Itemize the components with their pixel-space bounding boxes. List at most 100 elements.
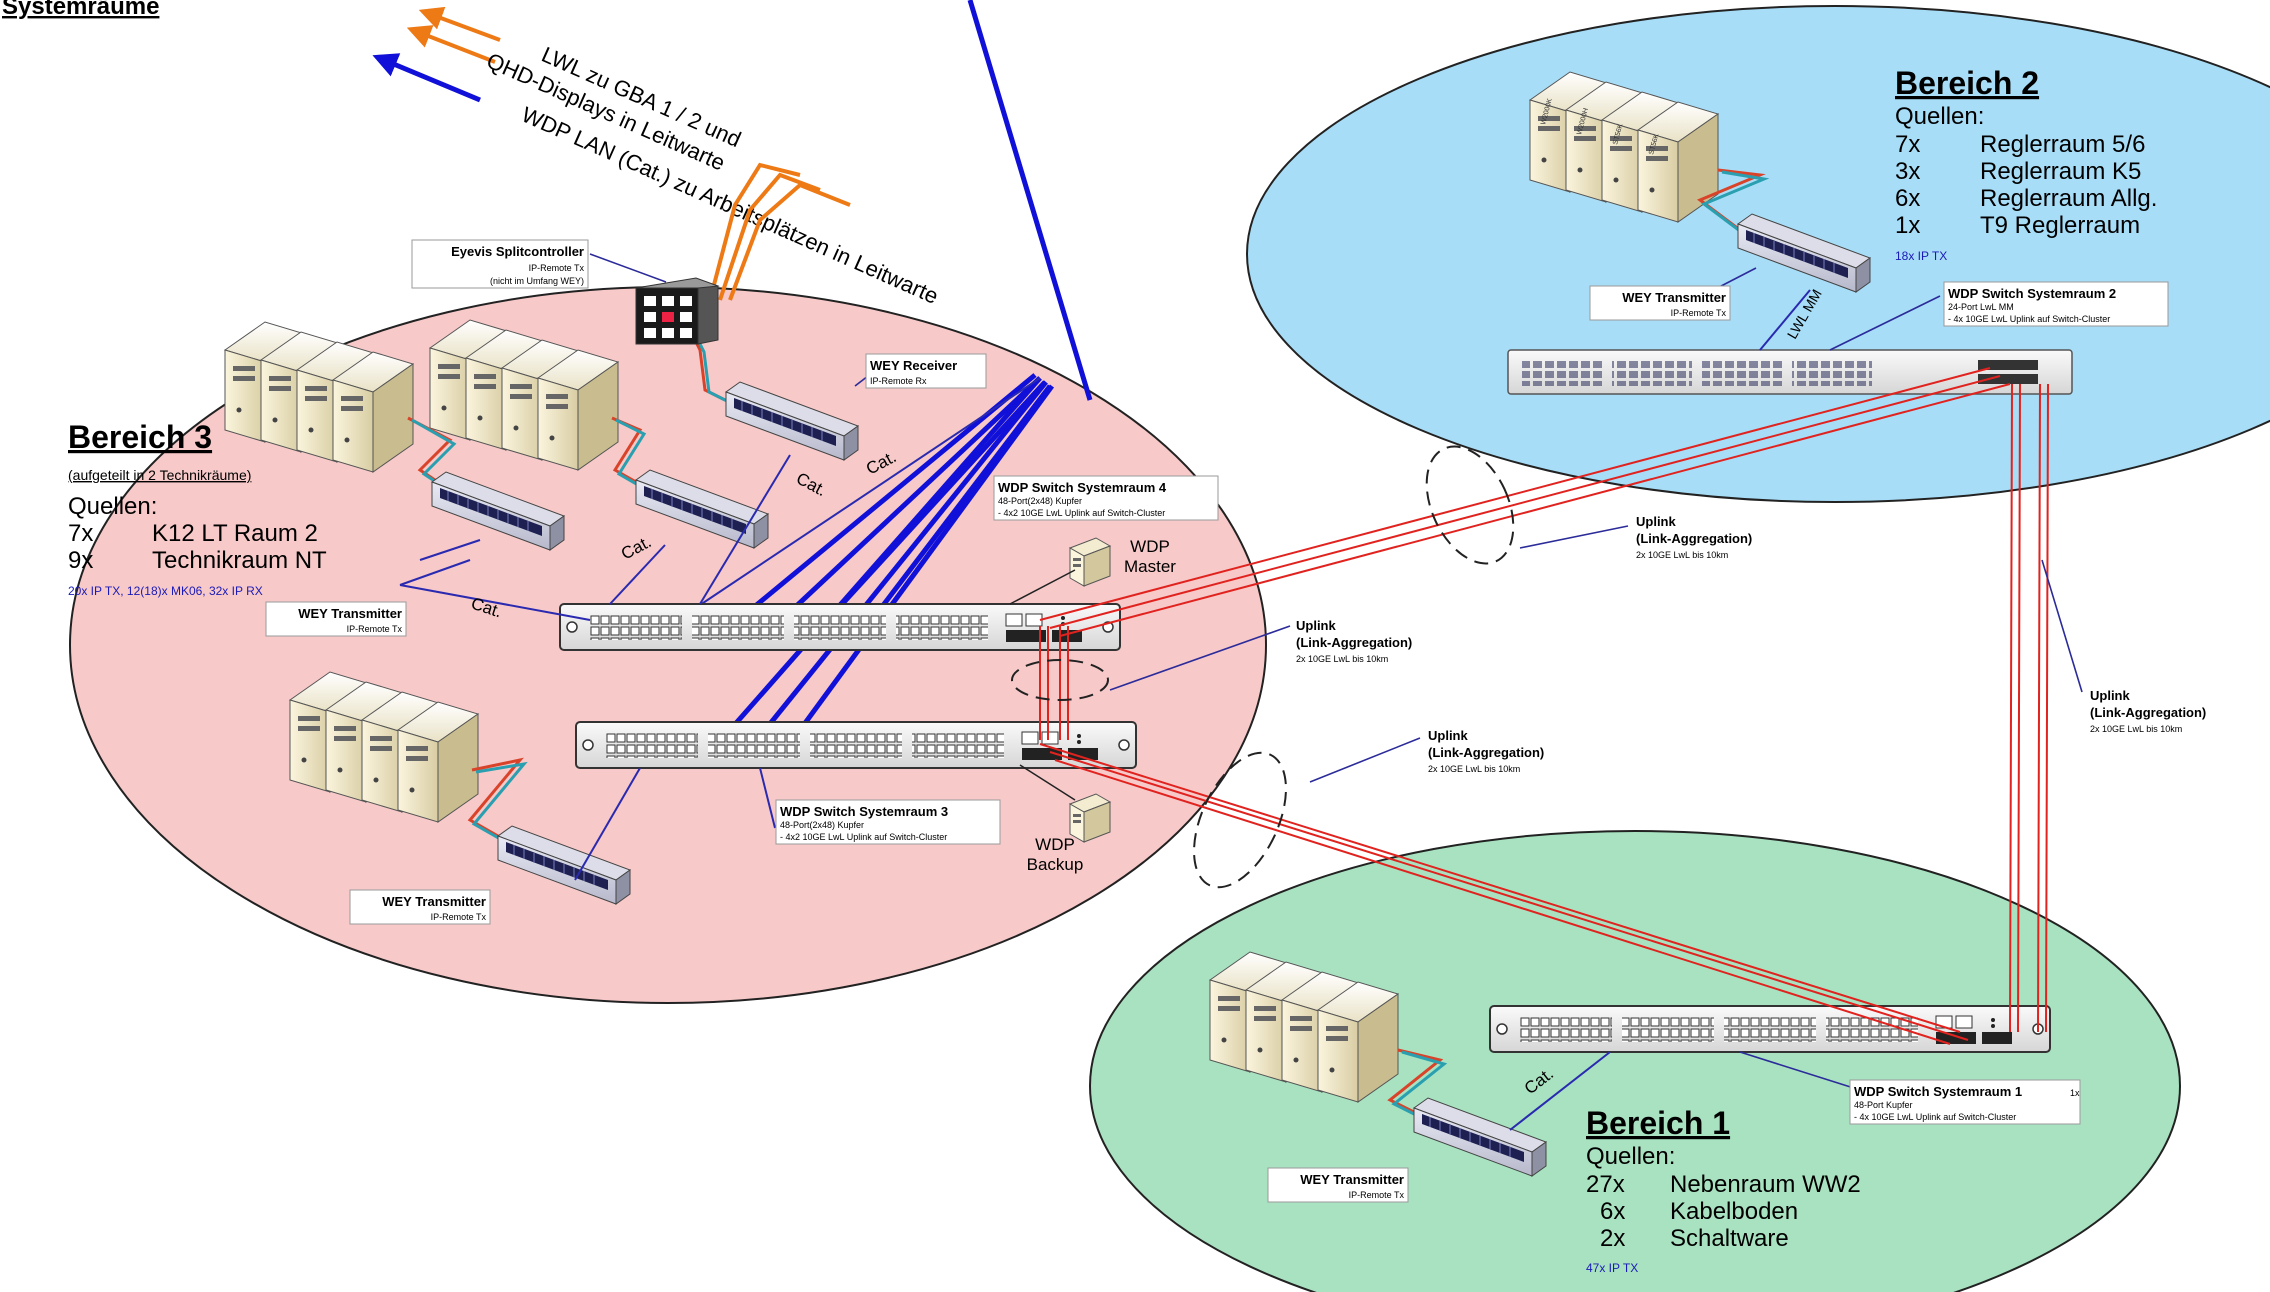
- bereich1-source-name-1: Nebenraum WW2: [1670, 1171, 1861, 1198]
- label-switch-3: WDP Switch Systemraum 3 48-Port(2x48) Ku…: [775, 799, 1001, 845]
- label-switch-4: WDP Switch Systemraum 4 48-Port(2x48) Ku…: [993, 475, 1219, 521]
- label-eyevis-line2: (nicht im Umfang WEY): [490, 276, 584, 286]
- label-switch-1-line2: - 4x 10GE LwL Uplink auf Switch-Cluster: [1854, 1112, 2016, 1122]
- label-wey-tx-b3-bottom-line1: IP-Remote Tx: [431, 912, 487, 922]
- label-uplink-b-line1: (Link-Aggregation): [1296, 635, 1412, 650]
- bereich2-source-name-3: Reglerraum Allg.: [1980, 185, 2157, 212]
- bereich2-source-count-3: 6x: [1895, 185, 1920, 212]
- bereich1-source-count-1: 27x: [1586, 1171, 1625, 1198]
- label-switch-3-line1: 48-Port(2x48) Kupfer: [780, 820, 864, 830]
- label-switch-4-line2: - 4x2 10GE LwL Uplink auf Switch-Cluster: [998, 508, 1165, 518]
- bereich2-source-name-1: Reglerraum 5/6: [1980, 131, 2145, 158]
- bereich3-source-count-2: 9x: [68, 547, 93, 574]
- label-uplink-d-line1: (Link-Aggregation): [2090, 705, 2206, 720]
- bereich1-source-count-2: 6x: [1600, 1198, 1625, 1225]
- bereich2-source-count-4: 1x: [1895, 212, 1920, 239]
- label-uplink-c-title: Uplink: [1428, 728, 1468, 743]
- label-wey-tx-b1: WEY Transmitter IP-Remote Tx: [1267, 1167, 1409, 1203]
- blue-cat-bundle: [699, 0, 1093, 732]
- label-wey-receiver-title: WEY Receiver: [870, 358, 957, 373]
- label-uplink-a: Uplink (Link-Aggregation) 2x 10GE LwL bi…: [1636, 514, 1752, 560]
- bereich3-source-name-2: Technikraum NT: [152, 547, 327, 574]
- label-switch-2-line2: - 4x 10GE LwL Uplink auf Switch-Cluster: [1948, 314, 2110, 324]
- label-wey-tx-b3-bottom-title: WEY Transmitter: [382, 894, 486, 909]
- label-eyevis-line1: IP-Remote Tx: [529, 263, 585, 273]
- bereich1-title: Bereich 1: [1586, 1105, 1730, 1141]
- label-wey-tx-b1-line1: IP-Remote Tx: [1349, 1190, 1405, 1200]
- label-switch-4-line1: 48-Port(2x48) Kupfer: [998, 496, 1082, 506]
- label-wey-receiver-line1: IP-Remote Rx: [870, 376, 927, 386]
- eyevis-splitcontroller: [634, 277, 720, 345]
- bereich2-source-count-2: 3x: [1895, 158, 1920, 185]
- label-wey-tx-b2-title: WEY Transmitter: [1622, 290, 1726, 305]
- switch-systemraum-2: [1507, 349, 2073, 395]
- label-wey-tx-b2: WEY Transmitter IP-Remote Tx: [1589, 285, 1731, 321]
- wdp-master-label-1: WDP: [1130, 537, 1170, 556]
- label-uplink-a-title: Uplink: [1636, 514, 1676, 529]
- switch-systemraum-3: [575, 721, 1137, 769]
- label-switch-2-line1: 24-Port LwL MM: [1948, 302, 2014, 312]
- orange-fiber-lines: [708, 162, 851, 301]
- bereich2-sources-heading: Quellen:: [1895, 103, 1984, 130]
- label-uplink-d: Uplink (Link-Aggregation) 2x 10GE LwL bi…: [2090, 688, 2206, 734]
- page-title: Systemräume: [2, 0, 159, 20]
- bereich1-sources-heading: Quellen:: [1586, 1143, 1675, 1170]
- bereich1-source-name-3: Schaltware: [1670, 1225, 1789, 1252]
- label-uplink-c-line1: (Link-Aggregation): [1428, 745, 1544, 760]
- label-switch-2: WDP Switch Systemraum 2 24-Port LwL MM -…: [1943, 281, 2169, 327]
- label-uplink-b: Uplink (Link-Aggregation) 2x 10GE LwL bi…: [1296, 618, 1412, 664]
- b1-switch-callout: [1739, 1051, 1861, 1091]
- label-switch-3-line2: - 4x2 10GE LwL Uplink auf Switch-Cluster: [780, 832, 947, 842]
- bereich3-subtitle: (aufgeteilt in 2 Technikräume): [68, 467, 251, 483]
- label-wey-tx-b3-bottom: WEY Transmitter IP-Remote Tx: [349, 889, 491, 925]
- wdp-master-device: [1069, 537, 1111, 587]
- bereich2-source-name-2: Reglerraum K5: [1980, 158, 2141, 185]
- uplink-fiber-lines: [1039, 367, 2049, 1045]
- server-cables-b2: [1697, 168, 1770, 236]
- link-aggregation-markers: [1011, 445, 1515, 889]
- label-switch-2-title: WDP Switch Systemraum 2: [1948, 286, 2116, 301]
- wdp-master-label-2: Master: [1124, 557, 1176, 576]
- bereich3-title: Bereich 3: [68, 419, 212, 455]
- label-uplink-a-line2: 2x 10GE LwL bis 10km: [1636, 550, 1728, 560]
- bereich2-source-name-4: T9 Reglerraum: [1980, 212, 2140, 239]
- label-switch-1-suffix: 1x: [2070, 1088, 2080, 1098]
- label-switch-3-title: WDP Switch Systemraum 3: [780, 804, 948, 819]
- label-eyevis-title: Eyevis Splitcontroller: [451, 244, 584, 259]
- label-uplink-a-line1: (Link-Aggregation): [1636, 531, 1752, 546]
- bereich2-summary: 18x IP TX: [1895, 249, 1947, 263]
- label-wey-tx-b1-title: WEY Transmitter: [1300, 1172, 1404, 1187]
- lwl-mm-link: [1759, 289, 1811, 351]
- bereich3-sources-heading: Quellen:: [68, 493, 157, 520]
- bereich2-source-count-1: 7x: [1895, 131, 1920, 158]
- bereich3-summary: 20x IP TX, 12(18)x MK06, 32x IP RX: [68, 584, 263, 598]
- label-wey-tx-b2-line1: IP-Remote Tx: [1671, 308, 1727, 318]
- label-wey-tx-b3-top: WEY Transmitter IP-Remote Tx: [265, 601, 407, 637]
- bereich3-source-count-1: 7x: [68, 520, 93, 547]
- label-switch-1-line1: 48-Port Kupfer: [1854, 1100, 1913, 1110]
- b3-connections: [399, 454, 1076, 881]
- b1-cat-link: [1509, 1051, 1611, 1131]
- label-uplink-c: Uplink (Link-Aggregation) 2x 10GE LwL bi…: [1428, 728, 1544, 774]
- bereich2-title: Bereich 2: [1895, 65, 2039, 101]
- switch-systemraum-1: [1489, 1005, 2051, 1053]
- label-uplink-c-line2: 2x 10GE LwL bis 10km: [1428, 764, 1520, 774]
- label-switch-4-title: WDP Switch Systemraum 4: [998, 480, 1167, 495]
- label-uplink-d-line2: 2x 10GE LwL bis 10km: [2090, 724, 2182, 734]
- label-uplink-b-line2: 2x 10GE LwL bis 10km: [1296, 654, 1388, 664]
- bereich1-source-name-2: Kabelboden: [1670, 1198, 1798, 1225]
- label-uplink-b-title: Uplink: [1296, 618, 1336, 633]
- label-wey-receiver: WEY Receiver IP-Remote Rx: [865, 353, 987, 389]
- bereich3-source-name-1: K12 LT Raum 2: [152, 520, 318, 547]
- bereich1-summary: 47x IP TX: [1586, 1261, 1638, 1275]
- switch-systemraum-4: [559, 603, 1121, 651]
- label-wey-tx-b3-top-line1: IP-Remote Tx: [347, 624, 403, 634]
- wdp-backup-label-1: WDP: [1035, 835, 1075, 854]
- bereich1-source-count-3: 2x: [1600, 1225, 1625, 1252]
- server-cables-b1: [1387, 1048, 1448, 1121]
- wdp-backup-label-2: Backup: [1027, 855, 1084, 874]
- wdp-backup-device: [1069, 793, 1111, 843]
- label-wey-tx-b3-top-title: WEY Transmitter: [298, 606, 402, 621]
- label-switch-1: WDP Switch Systemraum 1 1x 48-Port Kupfe…: [1849, 1079, 2081, 1125]
